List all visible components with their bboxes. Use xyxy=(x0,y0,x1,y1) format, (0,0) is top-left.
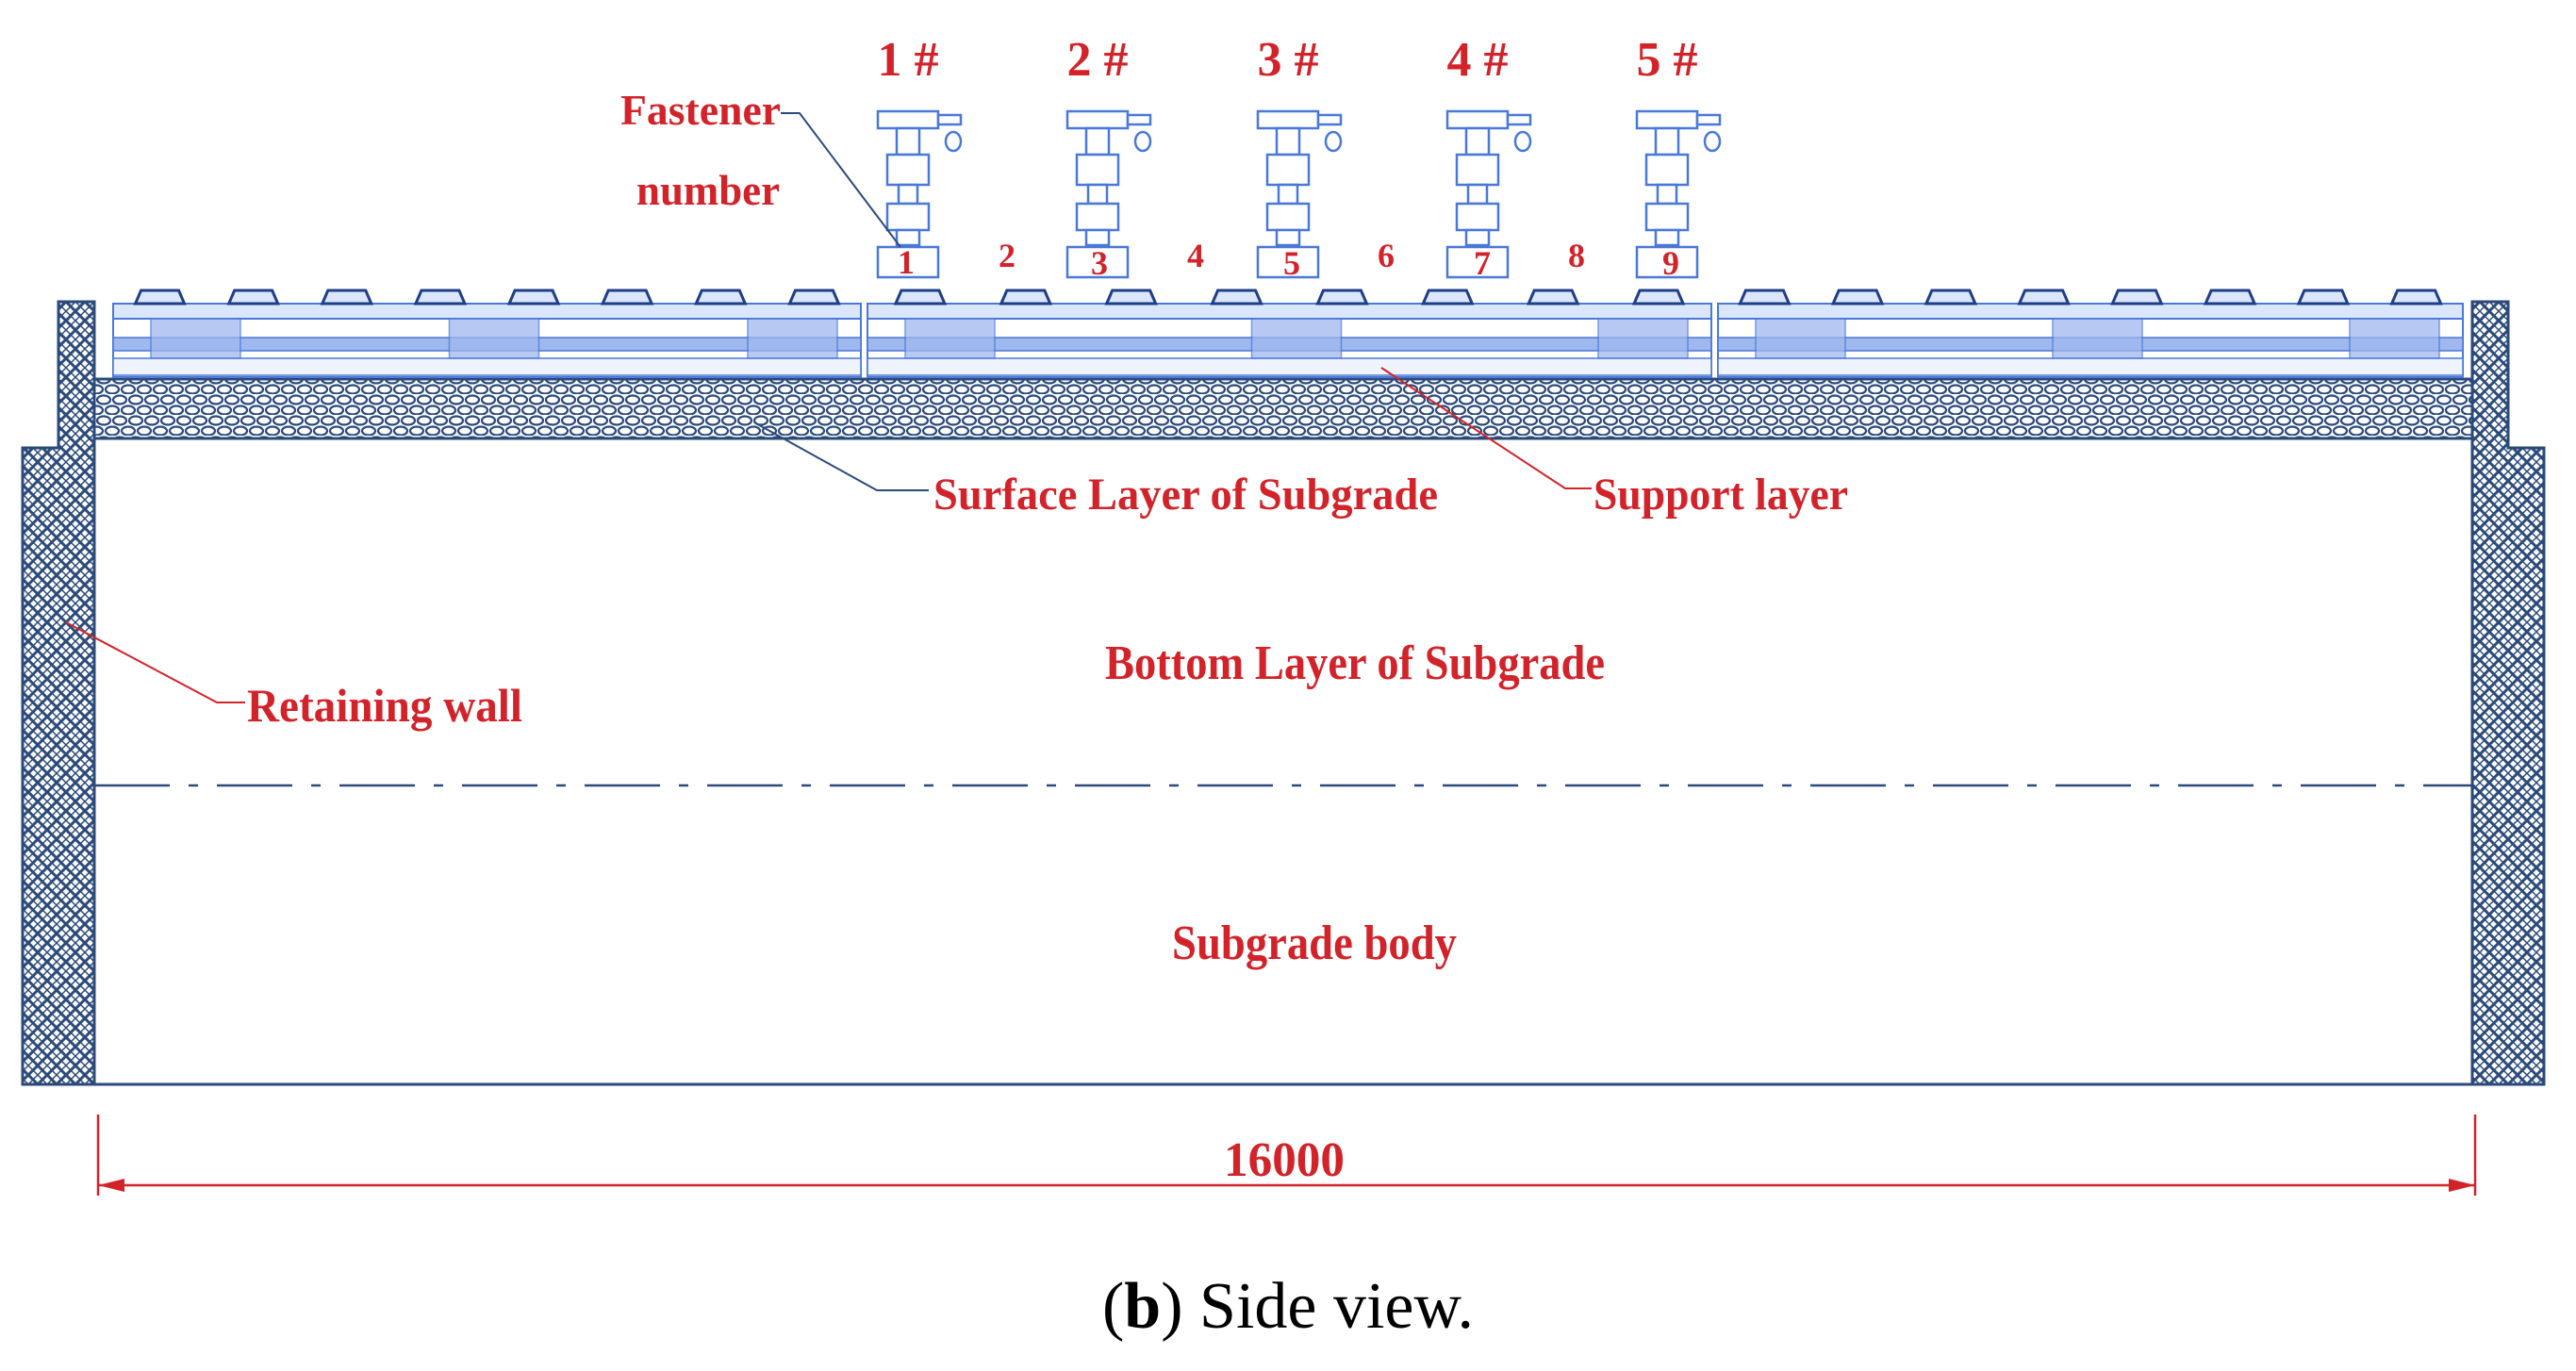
fastener-clip xyxy=(1738,289,1792,306)
fastener-clip xyxy=(2017,289,2071,306)
figure-caption: (b) Side view. xyxy=(1102,1270,1474,1343)
fastener-clip xyxy=(694,289,748,306)
fastener-clip xyxy=(413,289,468,306)
fastener-number: 9 xyxy=(1662,244,1679,282)
support-layer-label: Support layer xyxy=(1593,470,1848,520)
fastener-label-line1: Fastener xyxy=(620,86,781,134)
fastener-clip xyxy=(320,289,374,306)
surface-layer-gravel xyxy=(92,377,2474,440)
fastener-clip xyxy=(2110,289,2164,306)
fastener-clip xyxy=(1421,289,1475,306)
retaining-wall-left xyxy=(21,300,96,1086)
fastener-number: 5 xyxy=(1283,244,1300,282)
leader-fastener xyxy=(781,112,901,248)
track-slab xyxy=(867,289,1712,378)
fastener-clip xyxy=(999,289,1053,306)
track-slabs xyxy=(112,289,2464,378)
track-slab xyxy=(112,289,862,378)
fastener-clip xyxy=(133,289,187,306)
fastener-number: 4 xyxy=(1187,237,1204,274)
fastener-label-line2: number xyxy=(636,166,780,214)
actuator-label: 3 # xyxy=(1258,33,1319,87)
actuator-label: 4 # xyxy=(1447,33,1509,87)
fastener-clip xyxy=(1210,289,1263,306)
fastener-clip xyxy=(787,289,841,306)
fastener-clip xyxy=(1315,289,1369,306)
subgrade-body-label: Subgrade body xyxy=(1172,917,1457,970)
fastener-clip xyxy=(1830,289,1885,306)
actuator-label: 1 # xyxy=(878,33,939,87)
track-slab xyxy=(1717,289,2464,378)
fastener-clip xyxy=(1924,289,1978,306)
actuator: 2 # xyxy=(1065,33,1152,279)
leader-retaining-wall xyxy=(65,621,245,703)
fastener-clip xyxy=(506,289,561,306)
retaining-wall-label: Retaining wall xyxy=(247,679,522,732)
actuator: 4 # xyxy=(1445,33,1532,279)
surface-layer-label: Surface Layer of Subgrade xyxy=(933,470,1438,520)
leader-support-layer xyxy=(1380,367,1592,489)
actuator: 1 # xyxy=(876,33,963,279)
fastener-clip xyxy=(893,289,948,306)
actuator: 5 # xyxy=(1635,33,1722,279)
actuator: 3 # xyxy=(1256,33,1343,279)
caption-letter: b xyxy=(1124,1270,1161,1343)
fastener-clip xyxy=(2389,289,2443,306)
fastener-number: 6 xyxy=(1378,237,1395,274)
loading-actuators: 1 # 2 # 3 # 4 # 5 # xyxy=(876,33,1722,279)
fastener-clip xyxy=(1104,289,1158,306)
retaining-wall-right xyxy=(2470,300,2546,1086)
leader-lines xyxy=(65,112,1592,703)
subgrade-body-outline xyxy=(92,437,2474,1086)
dimension-line xyxy=(96,1115,2477,1196)
fastener-clip xyxy=(1526,289,1580,306)
fastener-clip xyxy=(2203,289,2257,306)
fastener-clip xyxy=(600,289,654,306)
fastener-number: 8 xyxy=(1568,237,1585,274)
fastener-number: 2 xyxy=(999,237,1016,274)
fastener-number-labels: 1 2 3 4 5 6 7 8 9 xyxy=(898,237,1679,282)
dimension-value: 16000 xyxy=(1224,1133,1345,1187)
leader-surface-layer xyxy=(753,421,929,491)
actuator-label: 2 # xyxy=(1067,33,1129,87)
fastener-number: 1 xyxy=(898,243,915,281)
actuator-label: 5 # xyxy=(1637,33,1698,87)
fastener-number: 3 xyxy=(1091,244,1108,282)
bottom-layer-label: Bottom Layer of Subgrade xyxy=(1105,636,1605,690)
fastener-clip xyxy=(1631,289,1686,306)
fastener-number: 7 xyxy=(1474,244,1491,282)
fastener-clip xyxy=(2296,289,2351,306)
fastener-clip xyxy=(226,289,280,306)
